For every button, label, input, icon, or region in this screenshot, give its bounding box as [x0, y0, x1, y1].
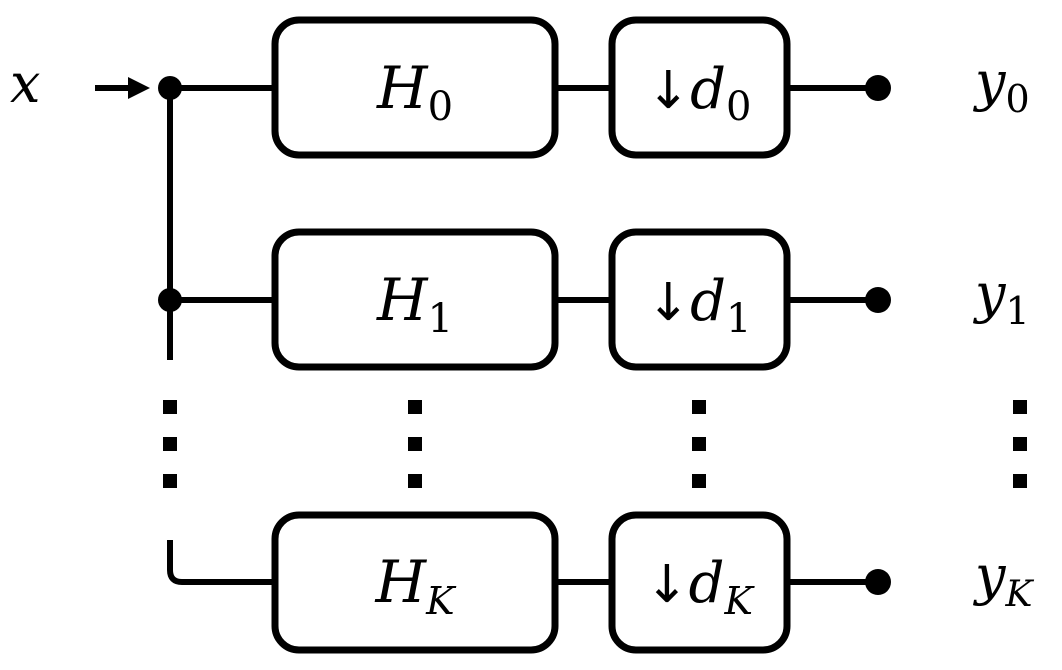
downsampler-label: ↓d1 — [647, 269, 752, 342]
output-dot — [865, 287, 891, 313]
filter-label: H0 — [376, 54, 453, 130]
ellipsis-trunk — [163, 400, 177, 488]
trunk-line-lower — [167, 540, 275, 585]
downsampler-label: ↓d0 — [647, 57, 752, 130]
output-dot — [865, 569, 891, 595]
branch-0: H0 ↓d0 y0 — [170, 16, 1030, 159]
ellipsis-downsampler — [692, 400, 706, 488]
branch-k: HK ↓dK yK — [271, 511, 1035, 654]
output-label: yK — [973, 544, 1035, 615]
filter-label: H1 — [376, 266, 453, 342]
ellipsis-output — [1013, 400, 1027, 488]
output-dot — [865, 75, 891, 101]
output-label: y0 — [973, 50, 1030, 121]
branch-1: H1 ↓d1 y1 — [170, 228, 1030, 371]
output-label: y1 — [973, 262, 1030, 333]
filter-label: HK — [375, 548, 458, 623]
ellipsis-filter — [408, 400, 422, 488]
input-arrowhead — [128, 77, 150, 99]
downsampler-label: ↓dK — [645, 551, 755, 623]
input-label: x — [10, 52, 40, 115]
